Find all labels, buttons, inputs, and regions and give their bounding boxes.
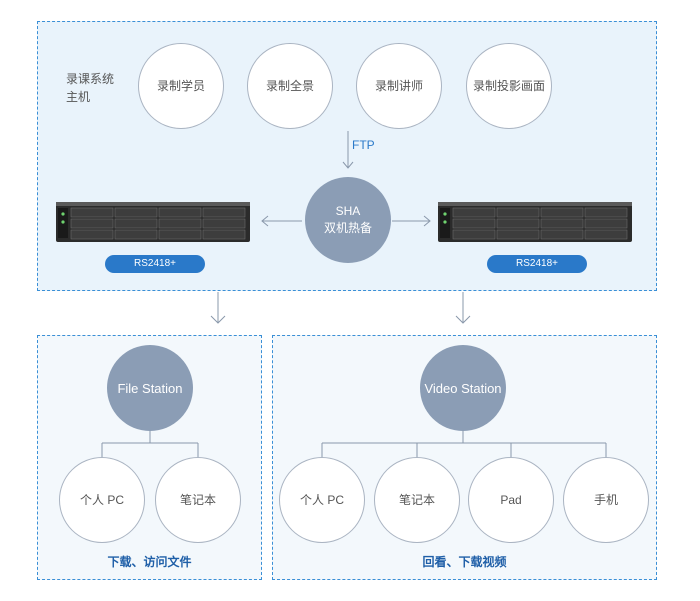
video-station-caption: 回看、下载视频 <box>422 555 507 569</box>
source-panorama: 录制全景 <box>247 43 333 129</box>
server-model-badge: RS2418+ <box>487 255 587 273</box>
rack-server-icon <box>438 202 632 242</box>
video-station-label: Video Station <box>424 380 502 396</box>
source-student-label: 录制学员 <box>156 78 205 93</box>
source-student: 录制学员 <box>138 43 224 129</box>
host-label-text: 录课系统 主机 <box>66 72 115 104</box>
client-laptop: 笔记本 <box>374 457 460 543</box>
rack-server-icon <box>56 202 250 242</box>
video-station-hub: Video Station <box>420 345 506 431</box>
ftp-label: FTP <box>352 138 375 152</box>
client-laptop: 笔记本 <box>155 457 241 543</box>
sha-label: SHA 双机热备 <box>323 204 372 235</box>
client-label: 个人 PC <box>79 492 124 507</box>
source-teacher: 录制讲师 <box>356 43 442 129</box>
source-projection-label: 录制投影画面 <box>472 78 545 93</box>
client-label: 笔记本 <box>398 492 435 507</box>
client-personal-pc: 个人 PC <box>279 457 365 543</box>
client-personal-pc: 个人 PC <box>59 457 145 543</box>
recording-host-label: 录课系统 主机 <box>66 70 114 106</box>
sha-circle: SHA 双机热备 <box>305 177 391 263</box>
client-label: 个人 PC <box>299 492 344 507</box>
source-teacher-label: 录制讲师 <box>374 78 423 93</box>
client-label: Pad <box>500 492 522 507</box>
file-station-label: File Station <box>117 380 183 396</box>
server-model-badge: RS2418+ <box>105 255 205 273</box>
client-label: 手机 <box>593 492 618 507</box>
source-panorama-label: 录制全景 <box>265 78 314 93</box>
source-projection: 录制投影画面 <box>466 43 552 129</box>
file-station-hub: File Station <box>107 345 193 431</box>
client-phone: 手机 <box>563 457 649 543</box>
client-label: 笔记本 <box>179 492 216 507</box>
file-station-caption: 下载、访问文件 <box>107 555 192 569</box>
client-pad: Pad <box>468 457 554 543</box>
